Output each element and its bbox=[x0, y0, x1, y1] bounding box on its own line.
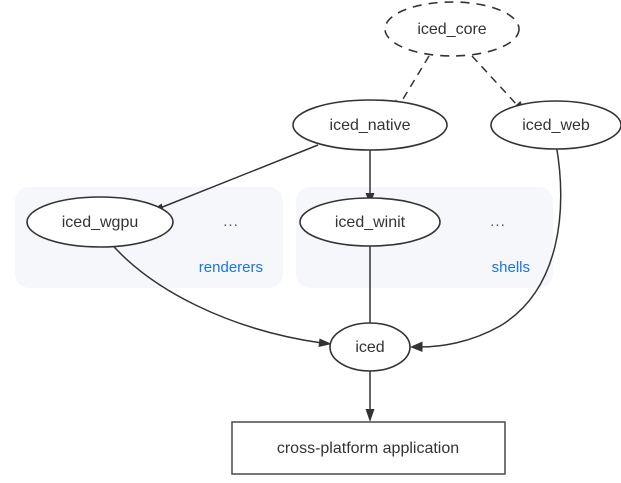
edge-iced-to-app-arrowhead bbox=[365, 409, 375, 422]
node-iced-web[interactable]: iced_web bbox=[490, 100, 621, 150]
cluster-renderers-ellipsis: ... bbox=[223, 213, 239, 230]
edge-iced-native-to-iced-winit bbox=[365, 146, 375, 205]
node-iced-wgpu-label: iced_wgpu bbox=[62, 214, 139, 231]
node-iced-web-shape[interactable] bbox=[490, 100, 621, 150]
node-iced-native[interactable]: iced_native bbox=[292, 99, 448, 151]
edge-iced-web-to-iced-arrowhead bbox=[410, 341, 423, 352]
cluster-shells-label: shells bbox=[492, 259, 530, 276]
node-iced-winit-shape[interactable] bbox=[299, 197, 441, 247]
edge-iced-native-to-iced-wgpu-line bbox=[159, 144, 319, 209]
edge-iced-core-to-iced-native-line bbox=[399, 55, 430, 105]
node-iced-winit-label: iced_winit bbox=[335, 214, 406, 231]
edge-iced-web-to-iced bbox=[410, 143, 562, 352]
cluster-shells-ellipsis: ... bbox=[490, 213, 506, 230]
node-iced-wgpu[interactable]: iced_wgpu bbox=[26, 196, 174, 248]
node-cross-platform-application-label: cross-platform application bbox=[277, 440, 459, 457]
edge-iced-web-to-iced-line bbox=[419, 143, 562, 348]
node-iced-core[interactable]: iced_core bbox=[384, 1, 520, 57]
node-cross-platform-application-shape[interactable] bbox=[231, 421, 506, 475]
node-iced[interactable]: iced bbox=[329, 322, 411, 372]
node-cross-platform-application[interactable]: cross-platform application bbox=[231, 421, 506, 475]
edge-iced-to-app bbox=[365, 371, 375, 422]
node-iced-label: iced bbox=[355, 339, 384, 356]
node-iced-web-label: iced_web bbox=[522, 117, 590, 134]
edge-iced-wgpu-to-iced-arrowhead bbox=[318, 338, 332, 347]
cluster-renderers-label: renderers bbox=[199, 259, 263, 276]
node-iced-wgpu-shape[interactable] bbox=[26, 196, 174, 248]
node-iced-native-label: iced_native bbox=[330, 117, 411, 134]
node-iced-winit[interactable]: iced_winit bbox=[299, 197, 441, 247]
node-iced-core-label: iced_core bbox=[417, 21, 486, 38]
node-iced-shape[interactable] bbox=[329, 322, 411, 372]
node-iced-core-shape[interactable] bbox=[384, 1, 520, 57]
edge-iced-wgpu-to-iced-line bbox=[107, 239, 323, 344]
edge-iced-core-to-iced-web-line bbox=[471, 55, 519, 107]
node-iced-native-shape[interactable] bbox=[292, 99, 448, 151]
edge-iced-wgpu-to-iced bbox=[107, 239, 332, 347]
